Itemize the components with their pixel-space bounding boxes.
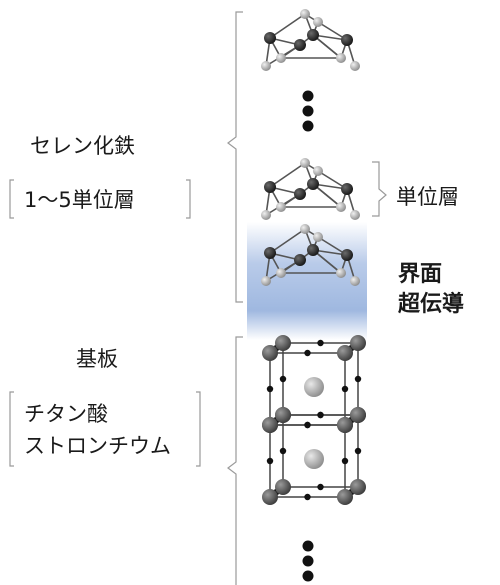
se-atom [336,268,346,278]
ellipsis-lower [302,540,314,582]
bond [269,228,306,254]
sto-unit-cell-1 [262,335,366,433]
se-atom [350,61,360,71]
fe-atom [264,32,276,44]
o-atom [304,493,311,501]
se-atom [276,268,286,278]
substrate-paren-right [196,391,201,467]
sr-atom [350,407,366,423]
fese-paren-left [9,179,14,219]
sr-atom [337,417,353,433]
ti-atom [304,449,324,469]
unit-layer-bracket [372,161,387,217]
o-atom [341,457,349,465]
o-atom [304,349,311,357]
sr-atom [262,489,278,505]
ti-atom [304,377,324,397]
se-atom [300,224,310,234]
bond [312,183,342,208]
o-atom [317,411,324,419]
sr-atom [275,479,291,495]
fe-atom [264,247,276,259]
sr-atom [337,345,353,361]
substrate-paren-left [9,391,14,467]
fese-unit-layer-1 [261,9,360,71]
fese-paren-right [186,179,191,219]
substrate-line1: チタン酸 [24,402,108,426]
fe-atom [264,181,276,193]
se-atom [300,158,310,168]
se-atom [350,276,360,286]
fe-atom [294,39,306,51]
bond [269,162,306,188]
sr-atom [275,407,291,423]
o-atom [354,375,362,383]
fe-atom [307,244,319,256]
fe-atom [341,183,353,195]
o-atom [317,483,324,491]
se-atom [336,202,346,212]
sr-atom [337,489,353,505]
sr-atom [262,417,278,433]
o-atom [317,339,324,347]
sr-atom [350,479,366,495]
interface-label-line1: 界面 [398,262,443,287]
o-atom [266,385,274,393]
se-atom [276,53,286,63]
substrate-line2: ストロンチウム [24,434,171,458]
bond [312,249,342,274]
substrate-perovskite-cells [262,335,366,505]
se-atom [336,53,346,63]
ellipsis-upper [302,90,314,132]
interface-label-line2: 超伝導 [398,292,465,317]
fe-atom [307,29,319,41]
se-atom [313,17,323,27]
o-atom [279,375,287,383]
sr-atom [350,335,366,351]
sr-atom [262,345,278,361]
fe-atom [341,249,353,261]
fese-unit-layer-2 [261,158,360,220]
fese-layers-label: 1～5単位層 [24,188,135,212]
substrate-title: 基板 [76,347,118,371]
fe-atom [294,188,306,200]
fese-bracket [227,11,243,303]
substrate-bracket [227,336,243,585]
fese-unit-layer-3 [261,224,360,286]
unit-layer-label: 単位層 [396,185,459,209]
se-atom [261,276,271,286]
fe-atom [341,34,353,46]
se-atom [300,9,310,19]
o-atom [341,385,349,393]
fe-atom [294,254,306,266]
se-atom [313,232,323,242]
bond [312,34,342,59]
se-atom [261,61,271,71]
fe-atom [307,178,319,190]
se-atom [313,166,323,176]
se-atom [350,210,360,220]
sto-unit-cell-2 [262,407,366,505]
o-atom [304,421,311,429]
o-atom [279,447,287,455]
o-atom [266,457,274,465]
se-atom [276,202,286,212]
sr-atom [275,335,291,351]
bond [269,13,306,39]
se-atom [261,210,271,220]
fese-title: セレン化鉄 [30,134,135,158]
o-atom [354,447,362,455]
